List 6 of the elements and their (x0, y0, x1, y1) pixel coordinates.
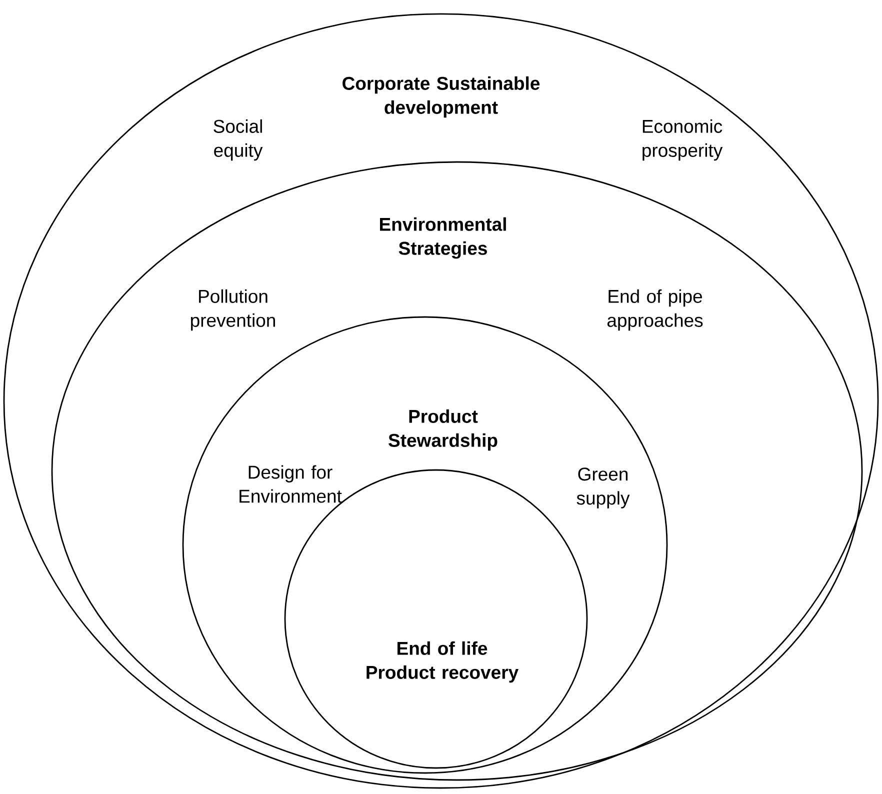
region-label: Social equity (214, 119, 263, 161)
region-label: Design for Environment (240, 465, 342, 503)
region-label: End of pipe approaches (607, 289, 703, 331)
region-label: Green supply (576, 468, 630, 508)
region-label: Economic prosperity (642, 119, 723, 161)
region-label: Pollution prevention (191, 289, 275, 331)
